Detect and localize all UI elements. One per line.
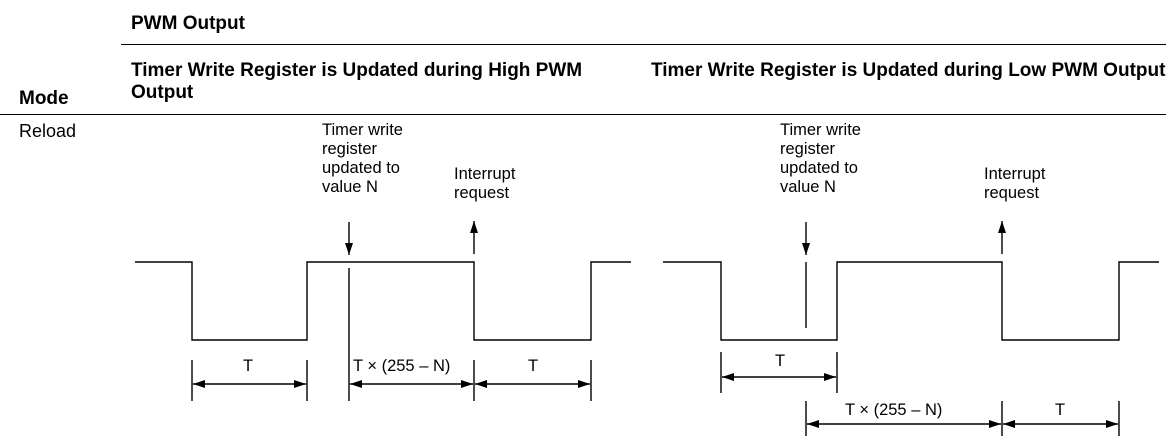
mode-header: Mode xyxy=(19,88,69,109)
right-pwm-waveform xyxy=(663,261,1159,341)
right-period-label-2: T xyxy=(1055,401,1066,419)
column-header-low: Timer Write Register is Updated during L… xyxy=(651,60,1166,81)
left-period-label-2: T xyxy=(528,357,539,375)
right-reload-span-label: T × (255 – N) xyxy=(845,401,943,419)
right-period-label-1: T xyxy=(775,352,786,370)
left-interrupt-label: Interrupt request xyxy=(454,165,516,202)
header-divider-bottom xyxy=(0,114,1166,115)
mode-cell-reload: Reload xyxy=(19,121,77,141)
super-header: PWM Output xyxy=(131,13,245,34)
header-divider-top xyxy=(121,44,1166,45)
right-interrupt-label: Interrupt request xyxy=(984,165,1046,202)
right-update-label: Timer write register updated to value N xyxy=(780,121,861,196)
column-header-high: Timer Write Register is Updated during H… xyxy=(131,60,583,103)
left-pwm-waveform xyxy=(135,261,631,341)
left-reload-span-label: T × (255 – N) xyxy=(353,357,451,375)
left-update-label: Timer write register updated to value N xyxy=(322,121,403,196)
left-period-label-1: T xyxy=(243,357,254,375)
